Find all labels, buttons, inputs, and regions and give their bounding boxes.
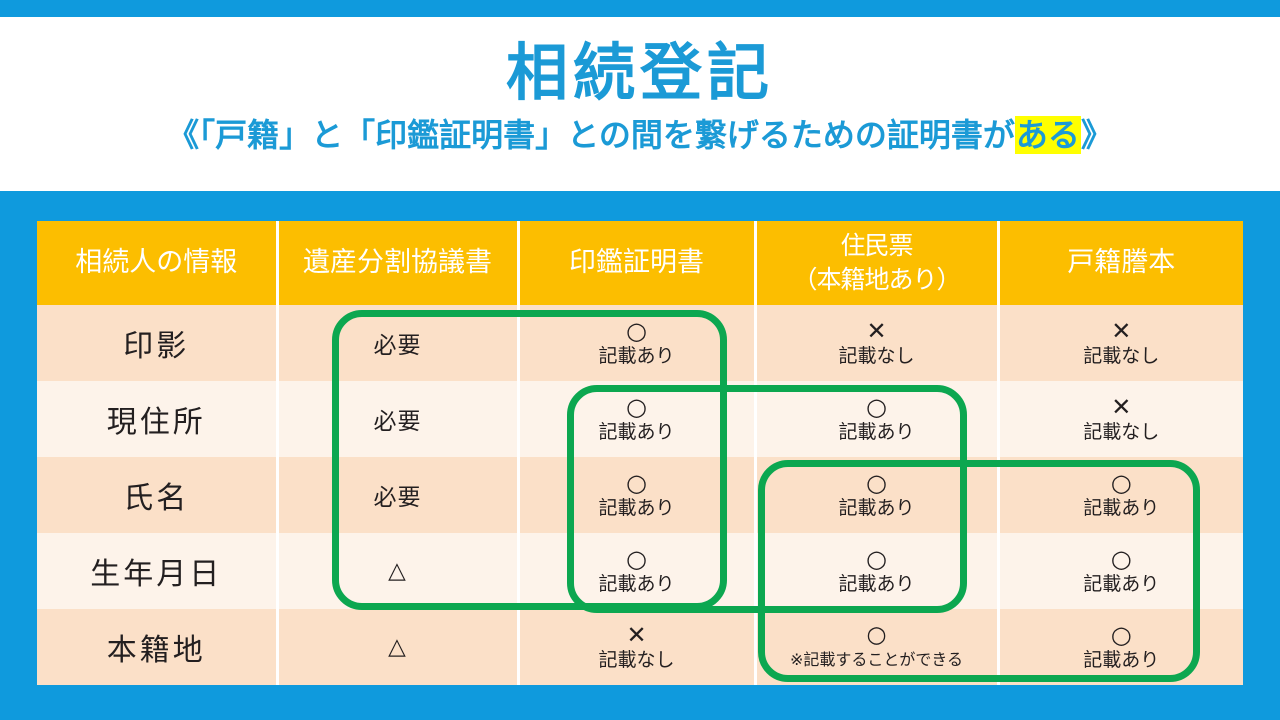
- cell-r2-estate: 必要: [277, 457, 520, 533]
- cell-r1-estate: 必要: [277, 381, 520, 457]
- cell-note: 記載あり: [598, 497, 675, 519]
- column-header-seal-certificate: 印鑑証明書: [518, 221, 757, 305]
- row-label-birthdate: 生年月日: [37, 533, 279, 609]
- title-band: 相続登記 《「戸籍」と「印鑑証明書」との間を繋げるための証明書がある》: [0, 17, 1280, 191]
- cell-r1-resident-record: ○ 記載あり: [755, 381, 1000, 457]
- page-title: 相続登記: [505, 36, 774, 109]
- table-row: 本籍地 △ ✕ 記載なし ○ ※記載することができる ○ 記載あり: [37, 609, 1243, 685]
- cell-r4-seal-certificate: ✕ 記載なし: [518, 609, 757, 685]
- mark-cross-icon: ✕: [866, 317, 887, 345]
- mark-circle-icon: ○: [626, 393, 647, 421]
- table-row: 生年月日 △ ○ 記載あり ○ 記載あり ○ 記載あり: [37, 533, 1243, 609]
- cell-note: 記載あり: [598, 345, 675, 367]
- cell-r0-family-register: ✕ 記載なし: [998, 305, 1243, 381]
- column-header-family-register: 戸籍謄本: [998, 221, 1243, 305]
- cell-r3-resident-record: ○ 記載あり: [755, 533, 1000, 609]
- cell-r1-seal-certificate: ○ 記載あり: [518, 381, 757, 457]
- subtitle-highlight: ある: [1014, 116, 1081, 154]
- cell-r2-resident-record: ○ 記載あり: [755, 457, 1000, 533]
- resident-record-line2: （本籍地あり）: [792, 265, 961, 294]
- comparison-table-wrapper: 相続人の情報 遺産分割協議書 印鑑証明書 住民票 （本籍地あり） 戸籍謄本 印影…: [37, 221, 1243, 685]
- mark-circle-icon: ○: [626, 545, 647, 573]
- cell-note: 記載あり: [838, 421, 915, 443]
- column-header-resident-record: 住民票 （本籍地あり）: [755, 221, 1000, 305]
- column-header-estate-division-agreement: 遺産分割協議書: [277, 221, 520, 305]
- mark-cross-icon: ✕: [626, 621, 647, 649]
- mark-cross-icon: ✕: [1111, 393, 1132, 421]
- mark-circle-icon: ○: [866, 469, 887, 497]
- mark-circle-icon: ○: [1110, 621, 1132, 649]
- mark-circle-icon: ○: [1110, 545, 1132, 573]
- cell-r4-resident-record: ○ ※記載することができる: [755, 609, 1000, 685]
- mark-circle-icon: ○: [866, 622, 887, 648]
- cell-note: 記載あり: [598, 421, 675, 443]
- table-row: 印影 必要 ○ 記載あり ✕ 記載なし ✕ 記載なし: [37, 305, 1243, 381]
- row-label-current-address: 現住所: [37, 381, 279, 457]
- cell-note: 記載あり: [838, 573, 915, 595]
- page-subtitle: 《「戸籍」と「印鑑証明書」との間を繋げるための証明書がある》: [0, 109, 1280, 155]
- row-label-seal-impression: 印影: [37, 305, 279, 381]
- mark-circle-icon: ○: [1110, 469, 1132, 497]
- mark-circle-icon: ○: [866, 393, 887, 421]
- subtitle-prefix: 《「戸籍」と「印鑑証明書」との間を繋げるための証明書が: [167, 116, 1015, 154]
- row-label-registered-domicile: 本籍地: [37, 609, 279, 685]
- cell-note: 記載あり: [1083, 573, 1160, 595]
- cell-r2-seal-certificate: ○ 記載あり: [518, 457, 757, 533]
- cell-r1-family-register: ✕ 記載なし: [998, 381, 1243, 457]
- cell-r2-family-register: ○ 記載あり: [998, 457, 1243, 533]
- cell-r3-seal-certificate: ○ 記載あり: [518, 533, 757, 609]
- cell-r4-family-register: ○ 記載あり: [998, 609, 1243, 685]
- cell-note: 記載なし: [1083, 421, 1160, 443]
- cell-note: 記載なし: [598, 649, 675, 671]
- cell-r0-estate: 必要: [277, 305, 520, 381]
- mark-circle-icon: ○: [626, 469, 647, 497]
- table-header-row: 相続人の情報 遺産分割協議書 印鑑証明書 住民票 （本籍地あり） 戸籍謄本: [37, 221, 1243, 305]
- cell-r3-estate: △: [277, 533, 520, 609]
- cell-note: 記載なし: [838, 345, 915, 367]
- cell-note: 記載あり: [1083, 497, 1160, 519]
- cell-note: 記載あり: [598, 573, 675, 595]
- mark-cross-icon: ✕: [1111, 317, 1132, 345]
- cell-note: 記載あり: [1083, 649, 1160, 671]
- subtitle-suffix: 》: [1080, 116, 1113, 154]
- table-row: 氏名 必要 ○ 記載あり ○ 記載あり ○ 記載あり: [37, 457, 1243, 533]
- cell-note: 記載なし: [1083, 345, 1160, 367]
- top-accent-bar: [0, 0, 1280, 17]
- mark-circle-icon: ○: [866, 545, 887, 573]
- cell-r0-resident-record: ✕ 記載なし: [755, 305, 1000, 381]
- resident-record-line1: 住民票: [840, 231, 913, 260]
- comparison-table: 相続人の情報 遺産分割協議書 印鑑証明書 住民票 （本籍地あり） 戸籍謄本 印影…: [37, 221, 1243, 685]
- column-header-heir-info: 相続人の情報: [37, 221, 279, 305]
- cell-r4-estate: △: [277, 609, 520, 685]
- cell-r3-family-register: ○ 記載あり: [998, 533, 1243, 609]
- table-row: 現住所 必要 ○ 記載あり ○ 記載あり ✕ 記載なし: [37, 381, 1243, 457]
- cell-note: 記載あり: [838, 497, 915, 519]
- cell-note: ※記載することができる: [789, 650, 964, 669]
- row-label-name: 氏名: [37, 457, 279, 533]
- mark-circle-icon: ○: [626, 317, 647, 345]
- cell-r0-seal-certificate: ○ 記載あり: [518, 305, 757, 381]
